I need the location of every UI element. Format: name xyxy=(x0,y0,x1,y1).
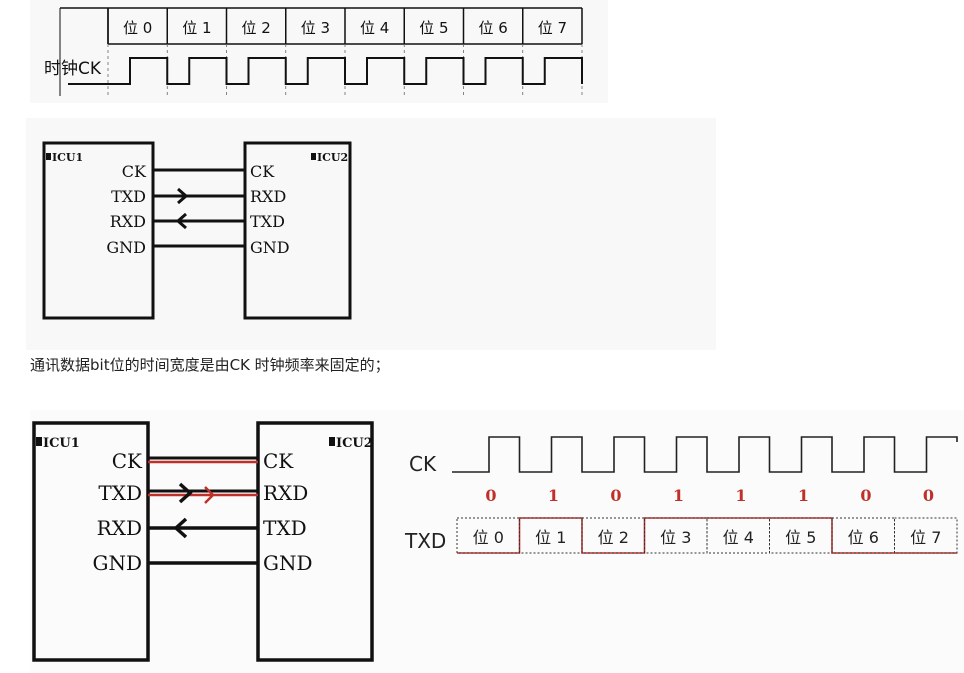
txd-bit-label: 位 3 xyxy=(660,528,691,547)
bit-value: 0 xyxy=(610,486,621,505)
top-bit-label: 位 0 xyxy=(123,19,152,37)
bottom-left-pin-label: TXD xyxy=(98,481,142,505)
txd-bit-label: 位 4 xyxy=(723,528,754,547)
top-bit-label: 位 2 xyxy=(241,19,270,37)
bottom-left-pin-label: RXD xyxy=(97,516,142,540)
mid-right-pin-label: GND xyxy=(250,238,290,257)
mid-connection-diagram: ICU1 ICU2 CK TXD RXD GND CK RXD TXD GND xyxy=(42,141,352,320)
mid-right-pin-label: TXD xyxy=(250,212,285,231)
mcu1-box xyxy=(42,141,155,320)
bottom-txd-arrow-red xyxy=(204,486,215,504)
txd-bit-label: 位 1 xyxy=(535,528,566,547)
bottom-left-pin-label: GND xyxy=(92,551,142,575)
bit-value: 0 xyxy=(860,486,871,505)
top-bit-label: 位 6 xyxy=(478,19,507,37)
mid-left-pin-label: TXD xyxy=(111,187,146,206)
mid-right-pin-label: RXD xyxy=(250,187,286,206)
bottom-right-pin-label: TXD xyxy=(263,516,307,540)
bottom-mcu2-marker xyxy=(329,437,335,446)
bit-value: 0 xyxy=(485,486,496,505)
mid-right-pin-label: CK xyxy=(250,162,275,181)
ck-label: CK xyxy=(409,452,437,476)
mid-left-pin-label: RXD xyxy=(110,212,146,231)
bottom-connection-diagram: ICU1 ICU2 CK TXD RXD GND CK RXD TXD GND xyxy=(32,421,374,662)
mcu2-marker xyxy=(311,153,316,160)
bottom-mcu2-label: ICU2 xyxy=(336,436,373,451)
bottom-mcu1-box xyxy=(32,421,150,662)
bit-value: 0 xyxy=(923,486,934,505)
mcu2-label: ICU2 xyxy=(317,151,348,164)
bottom-right-pin-label: CK xyxy=(263,449,294,473)
mcu1-marker xyxy=(46,153,51,160)
bottom-clock-waveform xyxy=(452,436,958,473)
bit-value: 1 xyxy=(798,486,809,505)
bottom-diagram-panel xyxy=(30,410,964,673)
caption: 通讯数据bit位的时间宽度是由CK 时钟频率来固定的； xyxy=(30,356,390,374)
clock-label: 时钟CK xyxy=(44,59,102,79)
bottom-mcu2-box xyxy=(256,421,374,662)
bit-value: 1 xyxy=(735,486,746,505)
txd-label: TXD xyxy=(404,529,446,553)
top-timing-panel xyxy=(30,0,608,103)
txd-bit-label: 位 7 xyxy=(910,528,941,547)
mcu1-label: ICU1 xyxy=(52,151,83,164)
mid-left-pin-label: GND xyxy=(106,238,146,257)
txd-bit-label: 位 6 xyxy=(848,528,879,547)
top-timing: 位 0 位 1 位 2 位 3 位 4 位 5 位 6 位 7 时钟CK xyxy=(44,7,583,96)
mid-diagram-panel xyxy=(26,118,716,350)
txd-bit-label: 位 0 xyxy=(473,528,504,547)
mid-left-pin-label: CK xyxy=(122,162,147,181)
bottom-rxd-arrow-left xyxy=(173,517,188,539)
top-bit-label: 位 3 xyxy=(301,19,330,37)
top-bit-label: 位 7 xyxy=(538,19,567,37)
bottom-timing: CK 0 1 0 1 1 1 0 0 TXD 位 0 位 1 位 2 位 3 位 4 位 5 位 6 位 7 xyxy=(404,436,958,554)
mid-rxd-arrow-left xyxy=(175,212,187,230)
bottom-right-pin-label: RXD xyxy=(263,481,308,505)
bottom-mcu1-marker xyxy=(36,437,42,446)
txd-bit-cell xyxy=(894,517,958,554)
txd-bit-label: 位 5 xyxy=(785,528,816,547)
top-bit-label: 位 4 xyxy=(360,19,389,37)
top-bit-label: 位 5 xyxy=(419,19,448,37)
bottom-txd-arrow-right xyxy=(178,482,193,504)
mcu2-box xyxy=(243,141,352,320)
bottom-right-pin-label: GND xyxy=(263,551,313,575)
mid-txd-arrow-right xyxy=(177,187,189,205)
bottom-mcu1-label: ICU1 xyxy=(43,436,80,451)
txd-bit-label: 位 2 xyxy=(598,528,629,547)
bit-value: 1 xyxy=(673,486,684,505)
top-bit-label: 位 1 xyxy=(182,19,211,37)
top-clock-waveform xyxy=(68,57,583,85)
bit-value: 1 xyxy=(548,486,559,505)
bottom-left-pin-label: CK xyxy=(112,449,143,473)
